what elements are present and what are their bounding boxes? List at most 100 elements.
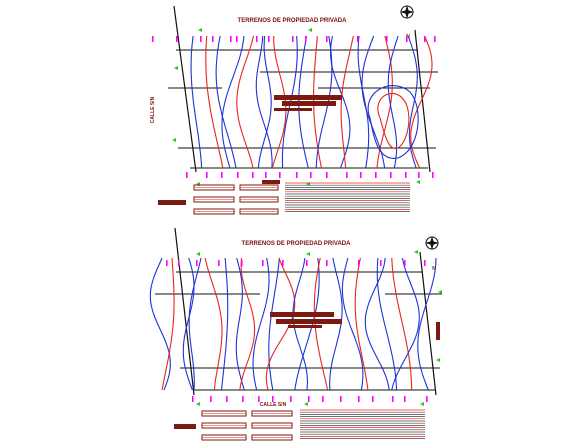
contour-line: [182, 257, 195, 391]
bottom-profile-strip: [174, 322, 440, 441]
stake-marker: [404, 396, 406, 402]
stake-marker: [152, 36, 154, 42]
stake-marker: [434, 36, 436, 42]
survey-point: [308, 28, 312, 32]
strip-block: [174, 424, 196, 429]
bottom-legend-block: [270, 312, 334, 317]
contour-line: [215, 35, 237, 169]
survey-point: [174, 66, 178, 70]
compass-rose-icon: [425, 236, 439, 250]
stake-marker: [178, 260, 180, 266]
survey-point: [438, 290, 442, 294]
contour-line: [329, 35, 351, 169]
contour-line: [149, 257, 171, 391]
stake-marker: [326, 172, 328, 178]
contour-loop: [367, 85, 419, 159]
bottom-markers: [166, 250, 442, 406]
grid-line: [173, 5, 197, 173]
stake-marker: [346, 172, 348, 178]
stake-marker: [282, 260, 284, 266]
contour-line: [205, 35, 224, 169]
stake-marker: [226, 396, 228, 402]
contour-line: [252, 257, 270, 391]
stake-marker: [360, 172, 362, 178]
contour-line: [235, 257, 245, 391]
stake-marker: [358, 260, 360, 266]
sheet-bottom: TERRENOS DE PROPIEDAD PRIVADA CALLE S/N …: [149, 227, 442, 441]
grid-line: [174, 227, 195, 396]
contour-line: [239, 257, 256, 391]
stake-marker: [176, 36, 178, 42]
stake-marker: [322, 396, 324, 402]
stake-marker: [432, 172, 434, 178]
stake-marker: [424, 260, 426, 266]
contour-line: [255, 35, 273, 169]
strip-block: [262, 180, 280, 184]
north-letter-bottom: N: [432, 266, 436, 272]
contour-line: [190, 35, 203, 169]
stake-marker: [308, 396, 310, 402]
top-profile-strip: [158, 180, 410, 215]
stake-marker: [305, 36, 307, 42]
survey-point: [416, 180, 420, 184]
survey-point: [414, 250, 418, 254]
stake-marker: [424, 36, 426, 42]
contour-line: [257, 35, 272, 169]
bottom-legend-block: [276, 319, 342, 324]
contour-line: [236, 35, 255, 169]
stake-marker: [206, 172, 208, 178]
stake-marker: [221, 172, 223, 178]
stake-marker: [272, 396, 274, 402]
stake-marker: [186, 172, 188, 178]
survey-point: [172, 138, 176, 142]
stake-marker: [426, 396, 428, 402]
contour-line: [376, 257, 398, 391]
contour-line: [188, 257, 202, 391]
contour-line: [268, 257, 280, 391]
contour-line: [407, 35, 418, 169]
top-legend-block: [274, 95, 342, 100]
contour-line: [361, 35, 386, 169]
top-legend-block: [282, 101, 336, 106]
contour-line: [376, 35, 393, 169]
contour-line: [204, 257, 223, 391]
stake-marker: [406, 36, 408, 42]
stake-marker: [326, 260, 328, 266]
stake-marker: [166, 260, 168, 266]
stake-marker: [256, 36, 258, 42]
stake-marker: [252, 172, 254, 178]
stake-marker: [340, 396, 342, 402]
stake-marker: [392, 396, 394, 402]
sheet-top: TERRENOS DE PROPIEDAD PRIVADA CALLE S/N …: [150, 5, 438, 215]
contour-line: [364, 257, 390, 391]
stake-marker: [357, 36, 359, 42]
stake-marker: [290, 396, 292, 402]
survey-point: [306, 252, 310, 256]
contour-line: [354, 257, 369, 391]
stake-marker: [268, 36, 270, 42]
stake-marker: [306, 260, 308, 266]
stake-marker: [218, 260, 220, 266]
survey-point: [420, 402, 424, 406]
stake-marker: [292, 36, 294, 42]
contour-line: [357, 35, 370, 169]
stake-marker: [279, 172, 281, 178]
stake-marker: [296, 172, 298, 178]
bottom-contours: [149, 257, 437, 391]
stake-marker: [375, 172, 377, 178]
survey-point: [198, 28, 202, 32]
stake-marker: [405, 172, 407, 178]
stake-marker: [358, 396, 360, 402]
grid-line: [414, 29, 431, 173]
contour-line: [220, 257, 229, 391]
strip-block: [436, 322, 440, 340]
sheet-top-title: TERRENOS DE PROPIEDAD PRIVADA: [238, 18, 348, 24]
contour-line: [340, 35, 354, 169]
stake-marker: [196, 260, 198, 266]
top-contours: [190, 35, 433, 169]
contour-line: [221, 35, 245, 169]
contour-loop: [377, 92, 410, 149]
sheet-bottom-street-label: CALLE S/N: [260, 402, 287, 408]
stake-marker: [390, 172, 392, 178]
stake-marker: [237, 172, 239, 178]
